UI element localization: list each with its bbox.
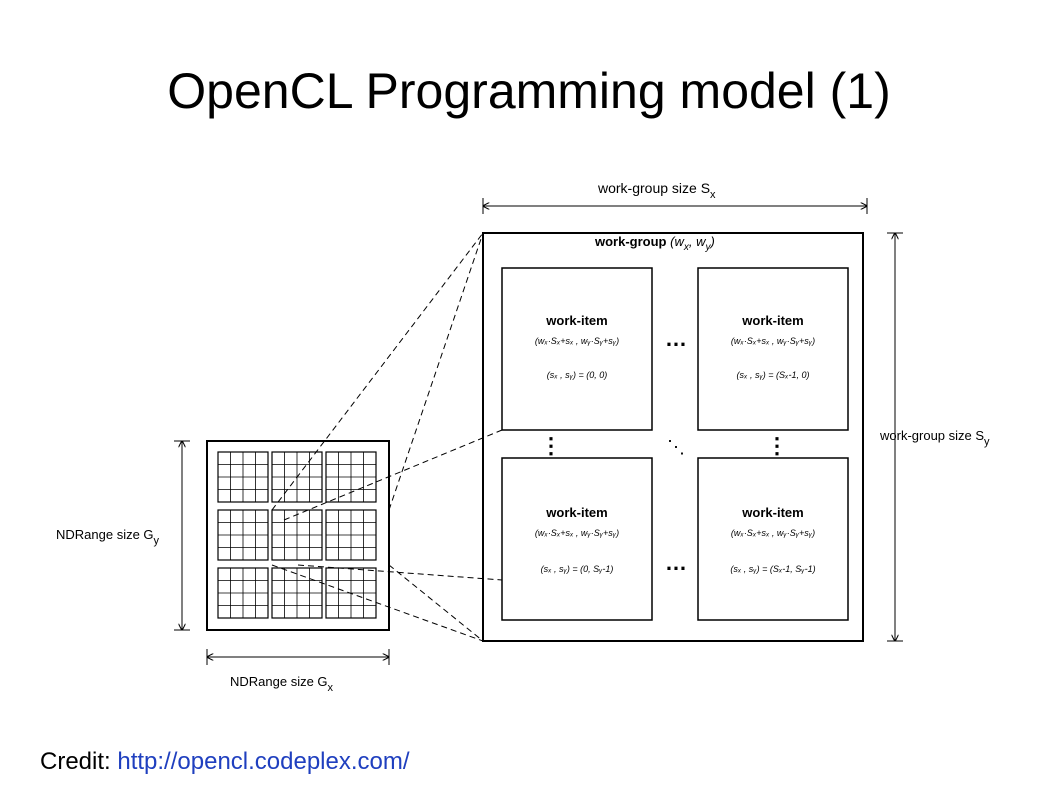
svg-text:work-item: work-item (741, 505, 803, 520)
wg-size-x-label: work-group size Sx (597, 180, 716, 201)
svg-text:(sₓ , sᵧ) = (Sₓ-1, Sᵧ-1): (sₓ , sᵧ) = (Sₓ-1, Sᵧ-1) (730, 564, 815, 574)
svg-text:work-item: work-item (545, 505, 607, 520)
svg-text:(sₓ , sᵧ) = (Sₓ-1, 0): (sₓ , sᵧ) = (Sₓ-1, 0) (737, 370, 810, 380)
work-group-box (482, 232, 864, 642)
ellipsis-diagonal: ⋱ (667, 437, 685, 457)
work-item-sx-0: work-item (wₓ·Sₓ+sₓ , wᵧ·Sᵧ+sᵧ) (sₓ , sᵧ… (697, 267, 849, 431)
credit-label: Credit: (40, 748, 111, 775)
work-item-0-0: work-item (wₓ·Sₓ+sₓ , wᵧ·Sᵧ+sᵧ) (sₓ , sᵧ… (501, 267, 653, 431)
ellipsis-h-top: … (665, 326, 687, 351)
svg-text:work-item: work-item (741, 313, 803, 328)
svg-text:(wₓ·Sₓ+sₓ , wᵧ·Sᵧ+sᵧ): (wₓ·Sₓ+sₓ , wᵧ·Sᵧ+sᵧ) (731, 528, 815, 538)
credit-line: Credit: http://opencl.codeplex.com/ (40, 748, 410, 776)
svg-text:(wₓ·Sₓ+sₓ , wᵧ·Sᵧ+sᵧ): (wₓ·Sₓ+sₓ , wᵧ·Sᵧ+sᵧ) (731, 336, 815, 346)
svg-text:work-item: work-item (545, 313, 607, 328)
credit-link[interactable]: http://opencl.codeplex.com/ (117, 748, 410, 775)
work-item-0-sy: work-item (wₓ·Sₓ+sₓ , wᵧ·Sᵧ+sᵧ) (sₓ , sᵧ… (501, 457, 653, 621)
svg-text:(wₓ·Sₓ+sₓ , wᵧ·Sᵧ+sᵧ): (wₓ·Sₓ+sₓ , wᵧ·Sᵧ+sᵧ) (535, 528, 619, 538)
ellipsis-v-right: ⋮ (766, 433, 788, 458)
wg-size-y-label: work-group size Sy (879, 428, 990, 448)
ndrange-grid (206, 440, 390, 631)
slide-title: OpenCL Programming model (1) (167, 63, 891, 119)
ellipsis-h-bottom: … (665, 550, 687, 575)
svg-text:(sₓ , sᵧ) = (0, 0): (sₓ , sᵧ) = (0, 0) (547, 370, 608, 380)
projection-lines (271, 232, 503, 642)
ellipsis-v-left: ⋮ (540, 433, 562, 458)
work-item-sx-sy: work-item (wₓ·Sₓ+sₓ , wᵧ·Sᵧ+sᵧ) (sₓ , sᵧ… (697, 457, 849, 621)
nd-size-y-label: NDRange size Gy (56, 527, 160, 547)
svg-text:(sₓ , sᵧ) = (0, Sᵧ-1): (sₓ , sᵧ) = (0, Sᵧ-1) (541, 564, 614, 574)
work-group-title: work-group (wx, wy) (594, 234, 715, 253)
svg-text:(wₓ·Sₓ+sₓ , wᵧ·Sᵧ+sᵧ): (wₓ·Sₓ+sₓ , wᵧ·Sᵧ+sᵧ) (535, 336, 619, 346)
nd-size-x-label: NDRange size Gx (230, 674, 334, 694)
